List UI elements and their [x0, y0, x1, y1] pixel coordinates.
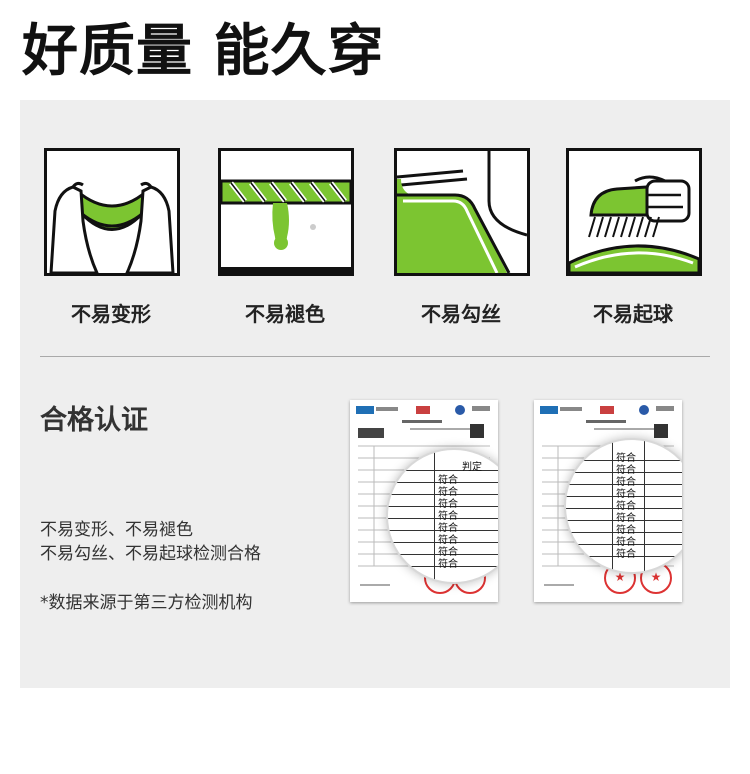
test-report-image: ★ ★ 判定 符合 符合 符合 符合 符合 符合 符合 符合 — [350, 400, 498, 602]
report-result-cell: 符合 — [616, 489, 636, 500]
feature-label: 不易起球 — [593, 302, 673, 326]
report-column-header: 判定 — [462, 462, 482, 473]
report-result-cell: 符合 — [438, 559, 458, 570]
report-result-cell: 符合 — [616, 525, 636, 536]
feature-label: 不易褪色 — [245, 302, 325, 326]
feature-label: 不易变形 — [71, 302, 151, 326]
report-result-cell: 符合 — [616, 549, 636, 560]
magnified-result-table: 符合 符合 符合 符合 符合 符合 符合 符合 符合 — [564, 438, 682, 574]
report-result-cell: 符合 — [616, 513, 636, 524]
report-result-cell: 符合 — [616, 465, 636, 476]
feature-label: 不易勾丝 — [421, 302, 501, 326]
certification-description: 不易变形、不易褪色 不易勾丝、不易起球检测合格 — [40, 518, 261, 566]
feature-item-pilling: 不易起球 — [566, 148, 702, 327]
test-report-image: ★ ★ 符合 符合 符合 符合 符合 符合 符合 符合 符合 — [534, 400, 682, 602]
report-result-cell: 符合 — [616, 501, 636, 512]
certification-title: 合格认证 — [40, 405, 148, 436]
report-result-cell: 符合 — [616, 537, 636, 548]
feature-item-snagging: 不易勾丝 — [394, 148, 530, 327]
report-result-cell: 符合 — [438, 523, 458, 534]
report-result-cell: 符合 — [438, 487, 458, 498]
feature-item-deformation: 不易变形 — [44, 148, 180, 327]
magnified-result-table: 判定 符合 符合 符合 符合 符合 符合 符合 符合 — [386, 448, 498, 584]
color-drip-icon — [218, 148, 354, 276]
hands-stretch-icon — [44, 148, 180, 276]
content-panel: 不易变形 不易褪色 — [20, 100, 730, 688]
brush-pilling-icon — [566, 148, 702, 276]
report-result-cell: 符合 — [438, 499, 458, 510]
report-result-cell: 符合 — [616, 453, 636, 464]
report-result-cell: 符合 — [438, 511, 458, 522]
report-result-cell: 符合 — [438, 475, 458, 486]
certification-note: *数据来源于第三方检测机构 — [40, 593, 253, 613]
feature-item-fading: 不易褪色 — [218, 148, 354, 327]
page-title: 好质量 能久穿 — [22, 19, 385, 84]
report-result-cell: 符合 — [438, 547, 458, 558]
certification-desc-line: 不易变形、不易褪色 — [40, 520, 193, 540]
certification-desc-line: 不易勾丝、不易起球检测合格 — [40, 544, 261, 564]
report-result-cell: 符合 — [616, 477, 636, 488]
fabric-snag-icon — [394, 148, 530, 276]
section-divider — [40, 356, 710, 357]
report-result-cell: 符合 — [438, 535, 458, 546]
